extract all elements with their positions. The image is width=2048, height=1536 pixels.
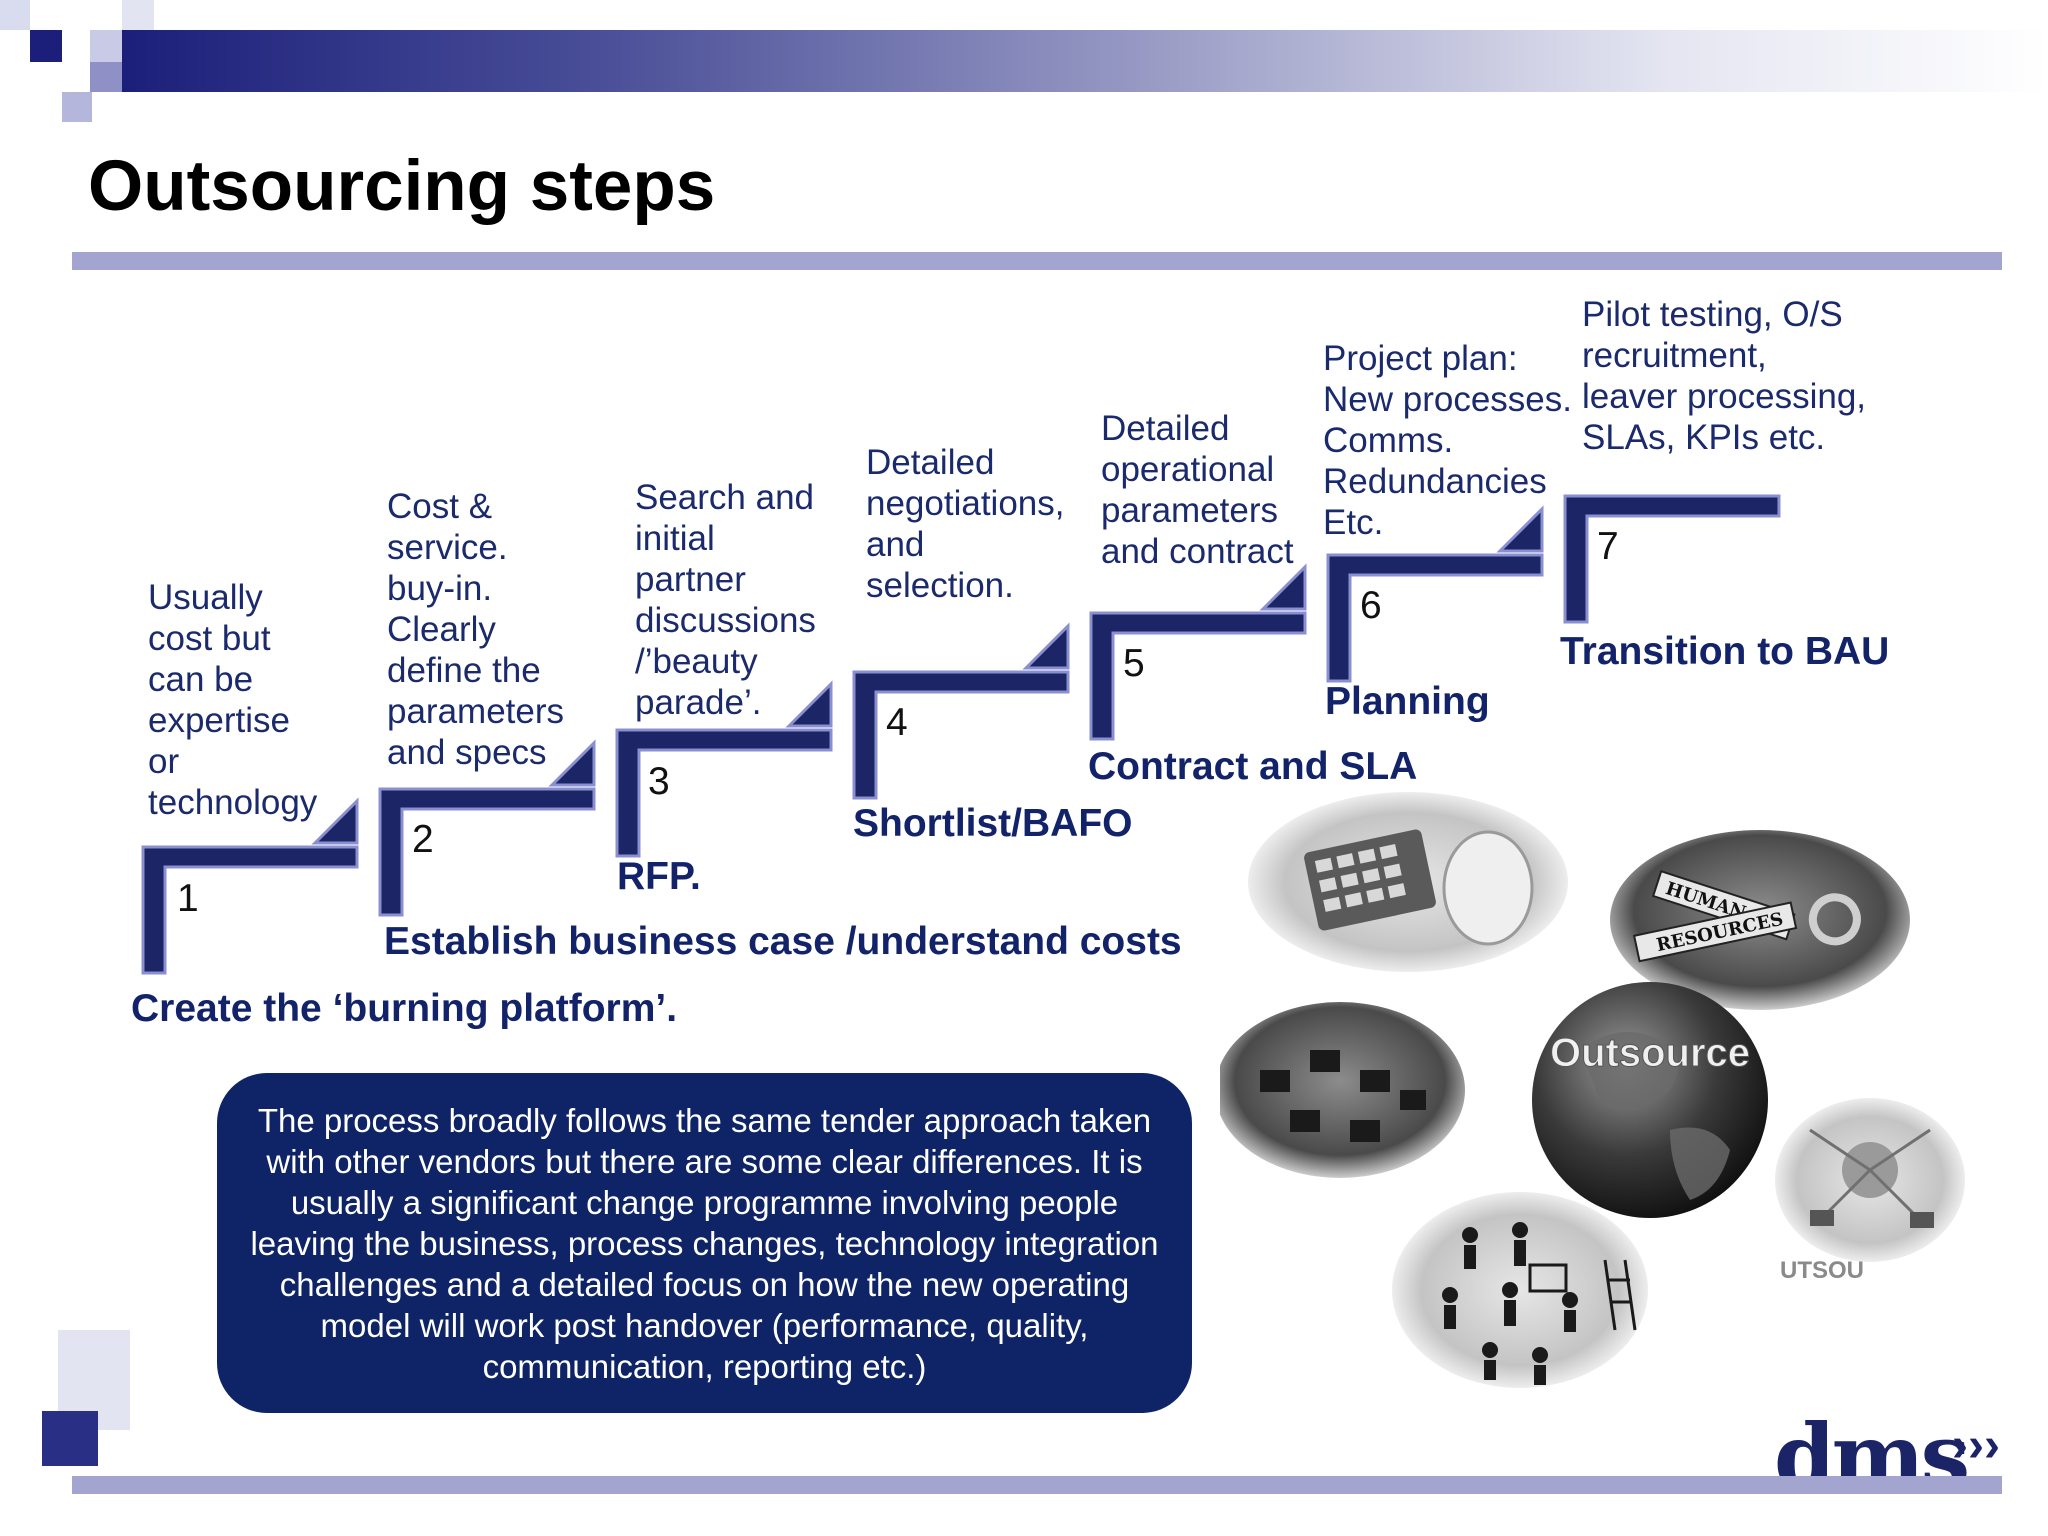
decorative-square <box>42 1411 98 1466</box>
outsourcing-collage: HUMAN RESOURCES Outsource UTSOU <box>1220 792 1965 1388</box>
decorative-square <box>30 30 62 62</box>
step-label-6: Planning <box>1325 680 1490 723</box>
decorative-square <box>62 92 92 122</box>
step-number-6: 6 <box>1360 584 1382 627</box>
title-divider <box>72 252 2002 270</box>
step-number-7: 7 <box>1597 525 1619 568</box>
step-description-6: Project plan:New processes.Comms. Redund… <box>1323 339 1572 542</box>
step-label-2: Establish business case /understand cost… <box>384 920 1182 963</box>
logo-arrows-icon: ››› <box>1952 1419 2000 1472</box>
decorative-square <box>90 62 122 92</box>
globe-icon: Outsource <box>1532 982 1768 1218</box>
decorative-square <box>0 0 30 30</box>
people-working-icon <box>1392 1192 1648 1388</box>
decorative-square <box>122 0 154 30</box>
step-label-1: Create the ‘burning platform’. <box>131 987 678 1030</box>
footer-divider <box>72 1476 2002 1494</box>
header-gradient-bar <box>122 30 2048 92</box>
step-number-3: 3 <box>648 760 670 803</box>
step-number-2: 2 <box>412 818 434 861</box>
call-center-icon <box>1220 1002 1465 1178</box>
step-label-5: Contract and SLA <box>1088 745 1418 788</box>
svg-text:UTSOU: UTSOU <box>1780 1257 1864 1284</box>
process-callout: The process broadly follows the same ten… <box>217 1073 1192 1413</box>
callout-text: The process broadly follows the same ten… <box>250 1101 1159 1385</box>
network-laptop-icon: UTSOU <box>1775 1098 1965 1284</box>
calculator-icon <box>1248 792 1568 972</box>
step-shape-7 <box>1563 494 1781 624</box>
step-number-5: 5 <box>1123 642 1145 685</box>
step-shape-1 <box>141 799 359 975</box>
step-number-1: 1 <box>177 877 199 920</box>
step-label-4: Shortlist/BAFO <box>853 802 1133 845</box>
decorative-square <box>90 30 122 62</box>
svg-text:Outsource: Outsource <box>1550 1031 1750 1075</box>
slide-title: Outsourcing steps <box>88 147 716 226</box>
step-label-7: Transition to BAU <box>1560 630 1890 673</box>
hr-keys-icon: HUMAN RESOURCES <box>1610 830 1910 1010</box>
step-label-3: RFP. <box>617 855 701 898</box>
step-number-4: 4 <box>886 701 908 744</box>
